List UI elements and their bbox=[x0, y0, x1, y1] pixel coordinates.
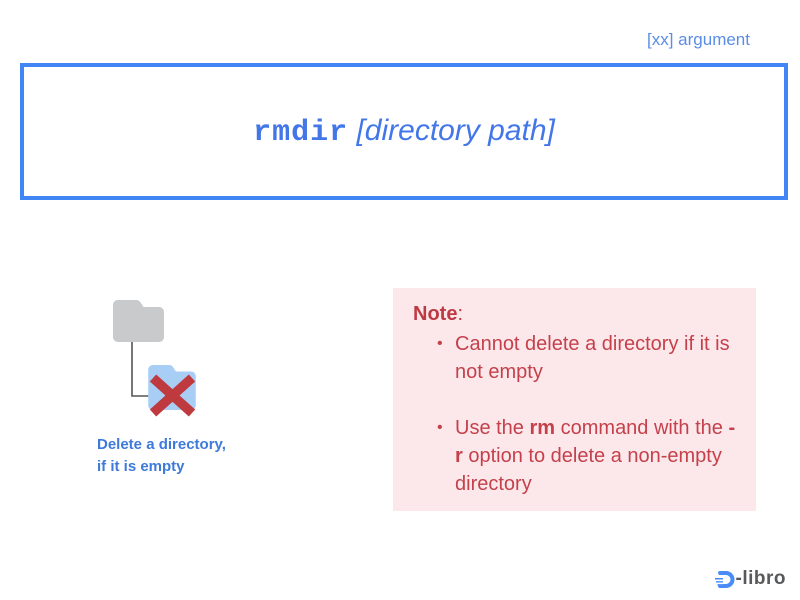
caption-line-1: Delete a directory, bbox=[97, 436, 226, 453]
bullet-2-rm-command: rm bbox=[529, 417, 556, 439]
bullet-2-r-option: -r bbox=[455, 417, 736, 467]
bullet-marker: • bbox=[437, 335, 443, 352]
note-bullet-1: • Cannot delete a directory if it is not… bbox=[413, 330, 738, 386]
command-name: rmdir bbox=[253, 115, 349, 150]
bullet-2-pre: Use the bbox=[455, 417, 530, 439]
note-bullet-1-text: Cannot delete a directory if it is not e… bbox=[455, 333, 730, 383]
note-heading: Note: bbox=[413, 300, 738, 328]
argument-label: [xx] argument bbox=[647, 30, 750, 49]
gray-folder-icon bbox=[113, 300, 164, 342]
dlibro-logo: -libro bbox=[713, 568, 787, 590]
bullet-marker: • bbox=[437, 419, 443, 436]
caption-line-2: if it is empty bbox=[97, 458, 185, 475]
dlibro-d-icon bbox=[713, 570, 734, 588]
blue-folder-with-x-icon bbox=[148, 365, 196, 417]
note-bullet-2-text: Use the rm command with the -r option to… bbox=[455, 414, 738, 498]
note-box: Note: • Cannot delete a directory if it … bbox=[393, 288, 756, 511]
note-heading-word: Note bbox=[413, 303, 458, 325]
command-argument: [directory path] bbox=[348, 113, 555, 147]
syntax-box: rmdir [directory path] bbox=[20, 63, 788, 200]
note-bullet-2: • Use the rm command with the -r option … bbox=[413, 414, 738, 498]
bullet-2-post: option to delete a non-empty directory bbox=[455, 445, 722, 495]
bullet-2-mid: command with the bbox=[555, 417, 729, 439]
syntax-title: rmdir [directory path] bbox=[253, 114, 555, 150]
logo-text: -libro bbox=[735, 568, 786, 589]
delete-directory-illustration bbox=[113, 300, 196, 417]
x-mark-icon bbox=[149, 374, 196, 417]
connector-line bbox=[131, 342, 150, 397]
illustration-caption: Delete a directory, if it is empty bbox=[97, 434, 226, 478]
note-heading-colon: : bbox=[457, 303, 464, 325]
